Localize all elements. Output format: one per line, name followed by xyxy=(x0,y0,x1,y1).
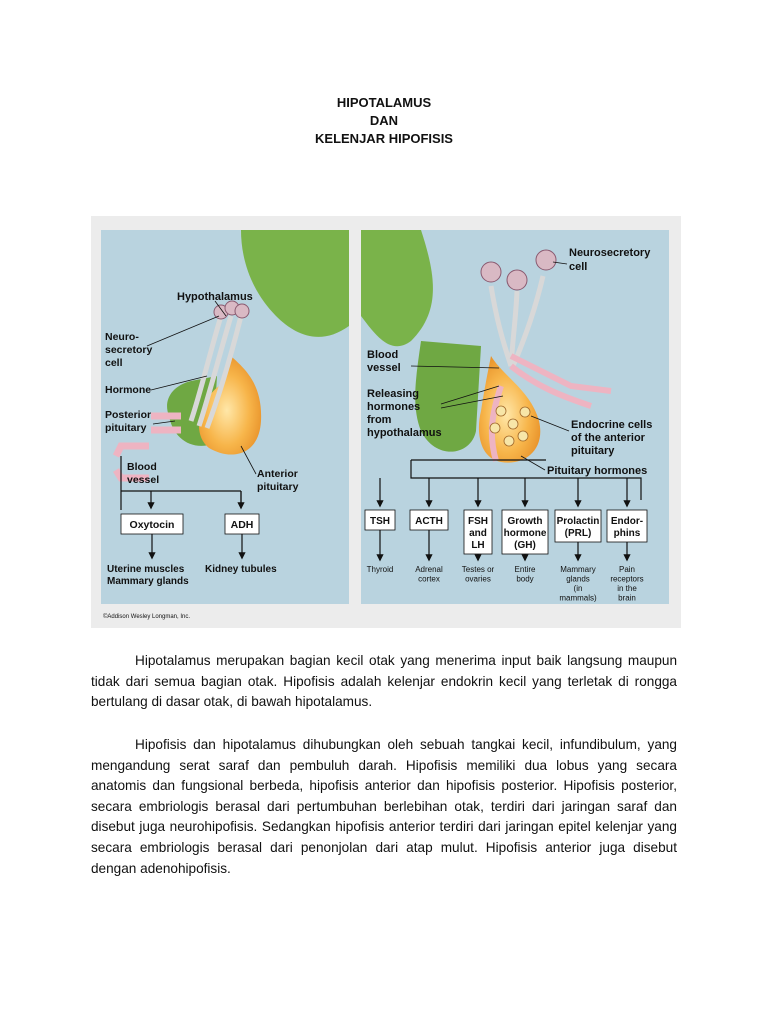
label-anterior-2: pituitary xyxy=(257,481,299,493)
label-posterior-2: pituitary xyxy=(105,422,147,434)
label-releasing-2: hormones xyxy=(367,401,420,413)
hormone-name: TSH xyxy=(370,516,390,527)
label-neurosecretory-1: Neurosecretory xyxy=(569,247,651,259)
target-tissue: brain xyxy=(618,594,636,603)
label-blood-2: vessel xyxy=(127,474,159,486)
hormone-name: Growth xyxy=(508,516,543,527)
paragraph-2: Hipofisis dan hipotalamus dihubungkan ol… xyxy=(91,735,677,879)
hormone-name: FSH xyxy=(468,516,488,527)
label-mammary: Mammary glands xyxy=(107,576,189,587)
label-adh: ADH xyxy=(231,519,254,531)
target-tissue: Mammary xyxy=(560,565,596,574)
label-right-blood-2: vessel xyxy=(367,362,401,374)
hormone-name: hormone xyxy=(504,528,547,539)
hormone-name: (GH) xyxy=(514,540,536,551)
label-releasing-3: from xyxy=(367,414,392,426)
title-line-3: KELENJAR HIPOFISIS xyxy=(0,130,768,148)
hormone-name: ACTH xyxy=(415,516,443,527)
label-endocrine-1: Endocrine cells xyxy=(571,419,652,431)
label-blood-1: Blood xyxy=(127,461,157,473)
label-oxytocin: Oxytocin xyxy=(130,519,175,531)
hormone-name: (PRL) xyxy=(565,528,592,539)
label-neuro-2: secretory xyxy=(105,344,152,356)
target-tissue: Adrenal xyxy=(415,565,443,574)
target-tissue: body xyxy=(516,575,533,584)
target-tissue: Testes or xyxy=(462,565,495,574)
target-tissue: in the xyxy=(617,584,637,593)
target-tissue: Thyroid xyxy=(367,565,394,574)
target-tissue: Entire xyxy=(515,565,536,574)
hormone-name: LH xyxy=(471,540,484,551)
target-tissue: mammals) xyxy=(559,594,597,603)
label-releasing-1: Releasing xyxy=(367,388,419,400)
label-hormone: Hormone xyxy=(105,384,151,396)
hormone-name: and xyxy=(469,528,487,539)
target-tissue: ovaries xyxy=(465,575,491,584)
page-title: HIPOTALAMUS DAN KELENJAR HIPOFISIS xyxy=(0,94,768,148)
pituitary-figure: Hypothalamus Neuro- secretory cell Hormo… xyxy=(91,216,681,628)
label-neuro-1: Neuro- xyxy=(105,331,139,343)
target-tissue: glands xyxy=(566,575,590,584)
target-tissue: cortex xyxy=(418,575,440,584)
label-endocrine-3: pituitary xyxy=(571,445,615,457)
label-kidney: Kidney tubules xyxy=(205,564,277,575)
label-anterior-1: Anterior xyxy=(257,468,298,480)
label-uterine: Uterine muscles xyxy=(107,564,185,575)
target-tissue: receptors xyxy=(610,575,643,584)
label-neuro-3: cell xyxy=(105,357,123,369)
label-endocrine-2: of the anterior xyxy=(571,432,646,444)
label-posterior-1: Posterior xyxy=(105,409,151,421)
paragraph-1: Hipotalamus merupakan bagian kecil otak … xyxy=(91,651,677,713)
copyright: ©Addison Wesley Longman, Inc. xyxy=(103,613,190,620)
title-line-2: DAN xyxy=(0,112,768,130)
hormone-name: Prolactin xyxy=(557,516,600,527)
label-right-blood-1: Blood xyxy=(367,349,398,361)
label-pituitary-hormones: Pituitary hormones xyxy=(547,465,647,477)
label-releasing-4: hypothalamus xyxy=(367,427,442,439)
label-neurosecretory-2: cell xyxy=(569,261,587,273)
title-line-1: HIPOTALAMUS xyxy=(0,94,768,112)
target-tissue: (in xyxy=(574,584,583,593)
hormone-name: phins xyxy=(614,528,641,539)
figure-svg: Hypothalamus Neuro- secretory cell Hormo… xyxy=(91,216,681,628)
target-tissue: Pain xyxy=(619,565,635,574)
hormone-name: Endor- xyxy=(611,516,643,527)
